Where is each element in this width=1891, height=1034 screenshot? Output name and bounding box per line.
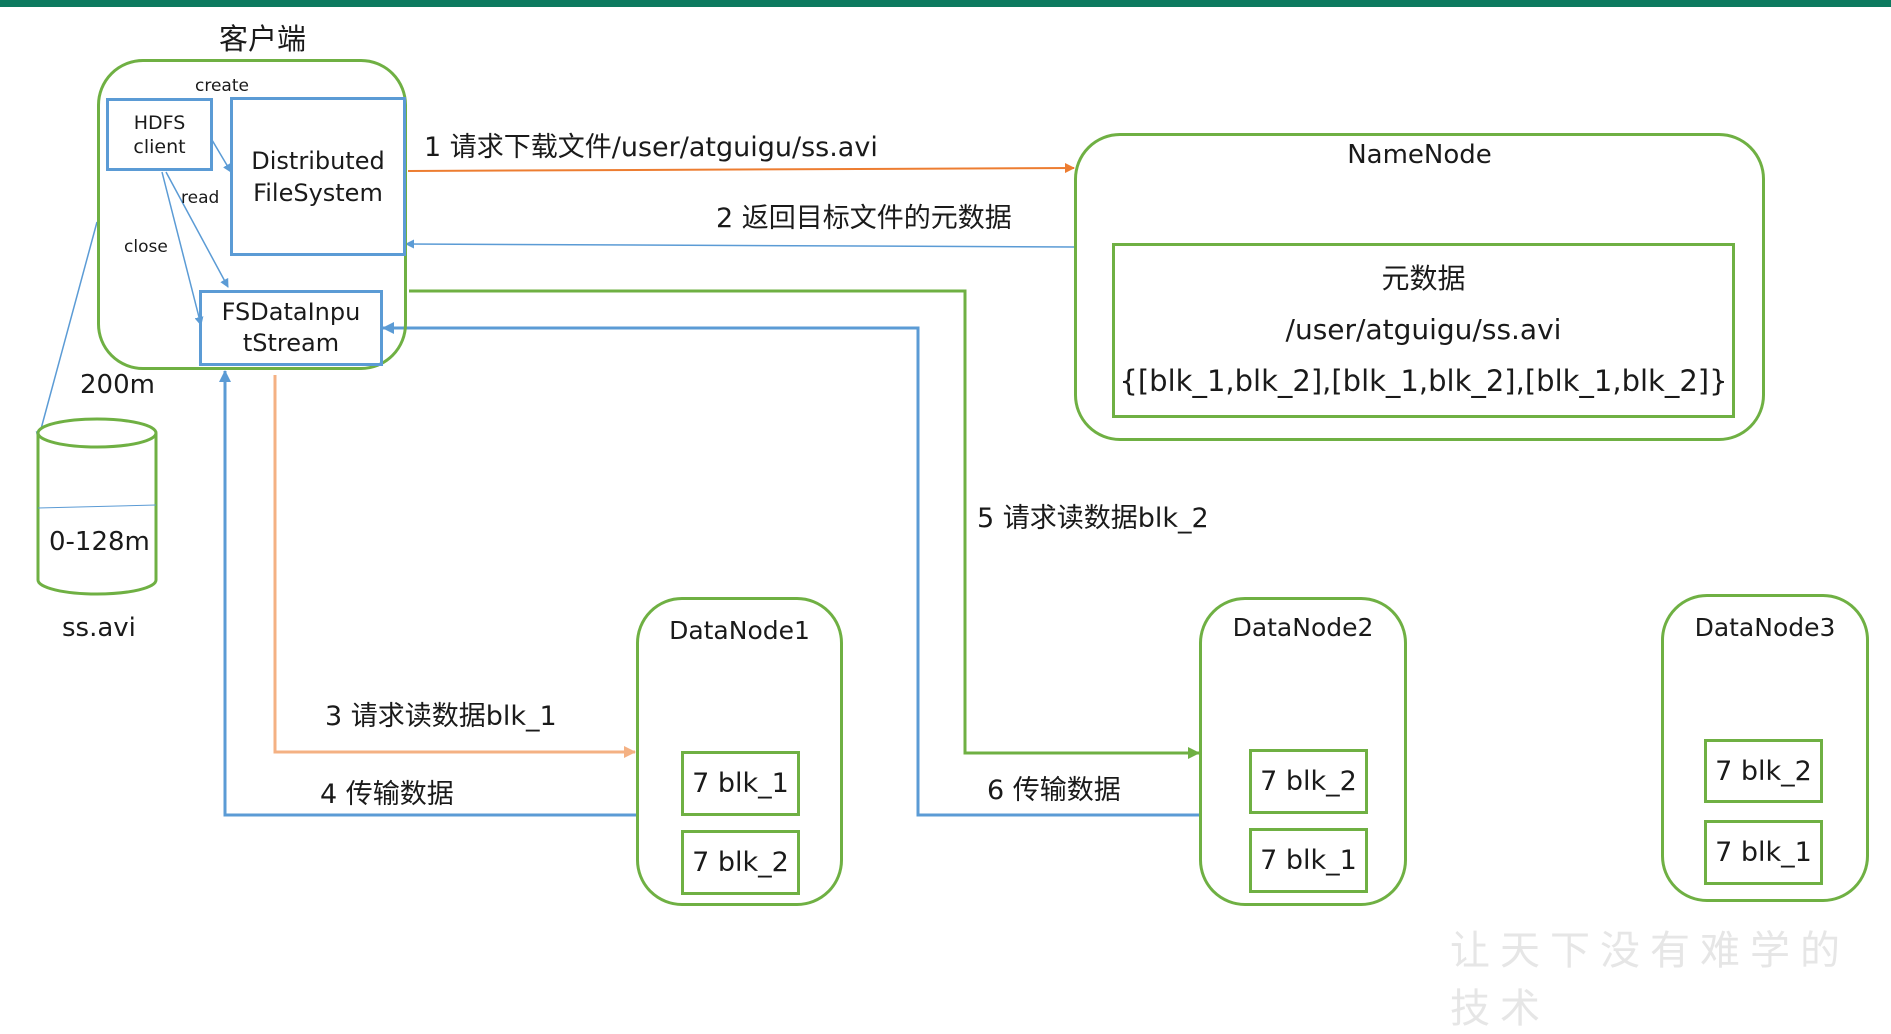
step5-label: 5 请求读数据blk_2 [977,503,1209,534]
distributed-filesystem-label-line2: FileSystem [253,178,383,207]
datanode2-block-1: 7 blk_2 [1249,749,1368,814]
arrow-client-to-disk [35,221,98,441]
namenode-title: NameNode [1347,140,1492,170]
step6-label: 6 传输数据 [987,775,1121,806]
read-label: read [181,188,220,208]
metadata-box [1112,243,1735,418]
hdfs-client-label-line2: client [133,135,186,158]
datanode2-box[interactable] [1199,597,1407,906]
datanode2-block-2: 7 blk_1 [1249,828,1368,893]
arrow-step5 [409,289,1200,759]
datanode3-title: DataNode3 [1694,613,1836,642]
disk-file-label: ss.avi [62,613,136,643]
diagram-connectors [35,139,1200,817]
datanode2-title: DataNode2 [1232,613,1374,642]
datanode3-box[interactable] [1661,594,1869,902]
arrow-step3 [273,375,636,758]
datanode1-block-2: 7 blk_2 [681,830,800,895]
client-title: 客户端 [219,22,307,56]
step1-label: 1 请求下载文件/user/atguigu/ss.avi [424,132,878,163]
step2-label: 2 返回目标文件的元数据 [716,203,1012,234]
create-label: create [195,76,249,96]
fsdatainputstream-box[interactable]: FSDataInpu tStream [199,290,383,366]
datanode3-block-1: 7 blk_2 [1704,739,1823,803]
distributed-filesystem-label-line1: Distributed [251,146,385,175]
arrow-read [165,171,229,288]
datanode1-box[interactable] [636,597,843,906]
namenode-box[interactable] [1074,133,1765,441]
arrow-step2 [405,239,1075,249]
arrow-step4 [219,370,636,817]
arrow-step1 [407,163,1075,174]
datanode3-block-2: 7 blk_1 [1704,820,1823,885]
arrow-step6 [382,322,1199,817]
metadata-path: /user/atguigu/ss.avi [1285,313,1562,346]
step4-label: 4 传输数据 [320,779,454,810]
hdfs-client-box[interactable]: HDFS client [106,98,213,171]
top-accent-bar [0,0,1891,7]
size-label: 200m [80,370,155,400]
step3-label: 3 请求读数据blk_1 [325,701,557,732]
close-label: close [124,237,168,257]
arrow-create [211,139,232,173]
metadata-blocks: {[blk_1,blk_2],[blk_1,blk_2],[blk_1,blk_… [1119,364,1728,398]
disk-icon [36,417,158,596]
watermark: 让天下没有难学的技术 [1450,928,1850,1032]
distributed-filesystem-box[interactable]: Distributed FileSystem [230,97,406,256]
datanode1-title: DataNode1 [669,616,810,645]
datanode1-block-1: 7 blk_1 [681,751,800,816]
fsdatainputstream-label-line1: FSDataInpu [221,298,361,326]
metadata-title: 元数据 [1381,262,1466,295]
fsdatainputstream-label-line2: tStream [242,329,340,357]
hdfs-client-label-line1: HDFS [133,111,186,134]
disk-range-label: 0-128m [49,527,150,557]
arrow-close [161,171,204,326]
